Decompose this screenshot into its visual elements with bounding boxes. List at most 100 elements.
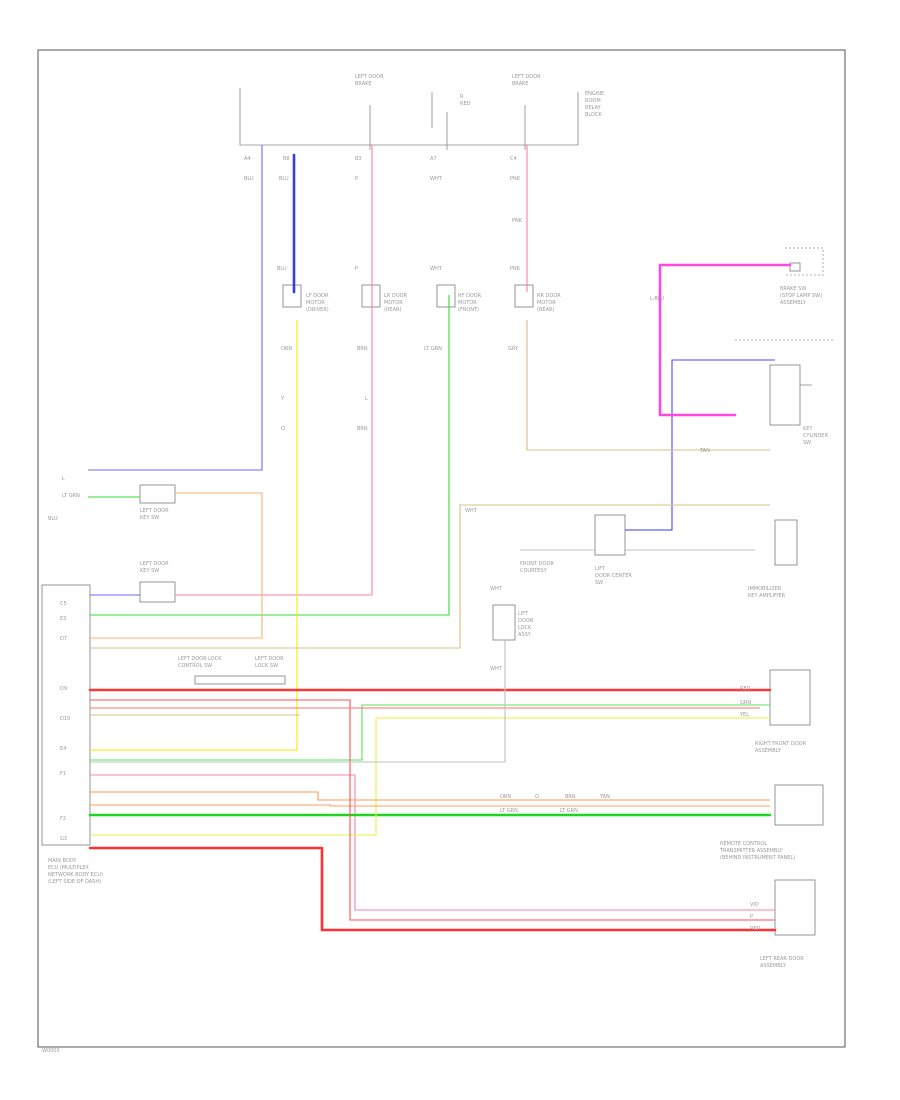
svg-text:WHT: WHT — [465, 508, 478, 514]
key-cylinder-switch: KEY CYLINDER SW — [769, 364, 828, 446]
left-door-key-switch: LEFT DOOR KEY SW BLU L LT GRN — [48, 476, 176, 522]
svg-text:ASSEMBLY: ASSEMBLY — [780, 300, 807, 306]
svg-text:BLU: BLU — [244, 176, 254, 182]
svg-text:L-BLU: L-BLU — [650, 296, 664, 302]
svg-text:P: P — [355, 176, 358, 182]
right-front-door-unit: RIGHT FRONT DOOR ASSEMBLY — [755, 669, 811, 754]
left-door-lock-switch: LEFT DOOR KEY SW — [139, 561, 176, 603]
svg-text:B3: B3 — [355, 156, 362, 162]
svg-text:LEFT DOOR: LEFT DOOR — [512, 74, 541, 80]
svg-text:(DRIVER): (DRIVER) — [306, 307, 329, 313]
wire-orange — [90, 492, 770, 807]
svg-text:BLU: BLU — [279, 176, 289, 182]
top-connector-bracket — [239, 88, 579, 146]
svg-text:ORN: ORN — [500, 794, 511, 800]
svg-text:A7: A7 — [430, 156, 437, 162]
top-wire-codes: A4 BLU B8 BLU B3 P A7 WHT C4 PNK PNK BLU… — [244, 156, 523, 272]
svg-text:BRAKE: BRAKE — [355, 81, 372, 87]
svg-text:LEFT DOOR: LEFT DOOR — [255, 656, 284, 662]
svg-text:(BEHIND INSTRUMENT PANEL): (BEHIND INSTRUMENT PANEL) — [720, 855, 795, 861]
wire-green — [88, 295, 772, 817]
svg-text:KEY AMPLIFIER: KEY AMPLIFIER — [748, 593, 786, 599]
lock-motor-3: RF DOOR MOTOR (FRONT) — [436, 284, 482, 313]
svg-text:RF DOOR: RF DOOR — [458, 293, 482, 299]
immobilizer-unit: IMMOBILIZER KEY AMPLIFIER — [748, 519, 798, 599]
svg-text:BLU: BLU — [277, 266, 287, 272]
svg-text:G3: G3 — [60, 836, 67, 842]
svg-text:D9: D9 — [60, 686, 67, 692]
svg-text:(REAR): (REAR) — [384, 307, 401, 313]
svg-text:MAIN BODY: MAIN BODY — [48, 858, 77, 864]
svg-text:RELAY: RELAY — [585, 105, 602, 111]
svg-text:F1: F1 — [60, 771, 66, 777]
svg-text:LOCK: LOCK — [518, 625, 532, 631]
wire-blue — [88, 145, 775, 596]
svg-text:LIFT: LIFT — [595, 566, 606, 572]
svg-text:A4: A4 — [244, 156, 251, 162]
svg-text:GRY: GRY — [508, 346, 519, 352]
svg-text:F2: F2 — [60, 816, 66, 822]
main-body-ecu: MAIN BODY ECU (MULTIPLEX NETWORK BODY EC… — [41, 584, 103, 885]
svg-text:LR DOOR: LR DOOR — [384, 293, 408, 299]
svg-text:LT GRN: LT GRN — [62, 493, 80, 499]
svg-text:MOTOR: MOTOR — [306, 300, 325, 306]
svg-text:BLU: BLU — [48, 516, 58, 522]
svg-text:DOOR CENTER: DOOR CENTER — [595, 573, 632, 579]
svg-text:L: L — [365, 396, 368, 402]
center-lock-switches: FRONT DOOR COURTESY LIFT DOOR CENTER SW … — [178, 514, 632, 685]
svg-text:CONTROL SW: CONTROL SW — [178, 663, 212, 669]
svg-text:COURTESY: COURTESY — [520, 568, 548, 574]
wire-yellow — [90, 320, 770, 836]
svg-text:LOCK SW: LOCK SW — [255, 663, 278, 669]
svg-text:C4: C4 — [510, 156, 517, 162]
lock-motor-2: LR DOOR MOTOR (REAR) — [361, 284, 408, 313]
top-component-labels: LEFT DOOR BRAKE LEFT DOOR BRAKE ENGINE R… — [355, 74, 604, 118]
svg-text:PNK: PNK — [510, 266, 521, 272]
svg-text:BRN: BRN — [565, 794, 576, 800]
svg-text:REMOTE CONTROL: REMOTE CONTROL — [720, 841, 767, 847]
svg-text:MOTOR: MOTOR — [384, 300, 403, 306]
wire-pink — [90, 145, 792, 911]
svg-text:LEFT REAR DOOR: LEFT REAR DOOR — [760, 956, 804, 962]
svg-text:E3: E3 — [60, 616, 66, 622]
lock-motor-1: LF DOOR MOTOR (DRIVER) — [282, 284, 329, 313]
svg-text:O: O — [281, 426, 285, 432]
svg-text:PNK: PNK — [510, 176, 521, 182]
svg-text:RED: RED — [740, 686, 751, 692]
svg-text:B8: B8 — [283, 156, 290, 162]
svg-text:WHT: WHT — [490, 586, 503, 592]
svg-text:TAN: TAN — [599, 794, 610, 800]
svg-text:PNK: PNK — [512, 218, 523, 224]
svg-text:RED: RED — [750, 926, 761, 932]
svg-text:E4: E4 — [60, 746, 66, 752]
svg-text:ECU (MULTIPLEX: ECU (MULTIPLEX — [48, 865, 89, 871]
svg-text:ASSY: ASSY — [518, 632, 532, 638]
svg-text:LT GRN: LT GRN — [424, 346, 442, 352]
svg-text:KEY SW: KEY SW — [140, 568, 159, 574]
svg-text:LEFT DOOR LOCK: LEFT DOOR LOCK — [178, 656, 222, 662]
svg-text:(LEFT SIDE OF DASH): (LEFT SIDE OF DASH) — [48, 879, 101, 885]
bus-wire-labels: RED GRN YEL ORN O BRN TAN LT GRN LT GRN … — [465, 296, 761, 932]
svg-text:LIFT: LIFT — [518, 611, 529, 617]
svg-text:MOTOR: MOTOR — [537, 300, 556, 306]
svg-text:BRAKE SW: BRAKE SW — [780, 286, 806, 292]
svg-text:LT GRN: LT GRN — [560, 808, 578, 814]
svg-text:SW: SW — [595, 580, 603, 586]
svg-text:MOTOR: MOTOR — [458, 300, 477, 306]
svg-text:(FRONT): (FRONT) — [458, 307, 479, 313]
svg-text:FRONT DOOR: FRONT DOOR — [520, 561, 554, 567]
svg-text:WHT: WHT — [430, 176, 443, 182]
svg-text:IMMOBILIZER: IMMOBILIZER — [748, 586, 782, 592]
svg-text:WHT: WHT — [490, 666, 503, 672]
combination-meter: REMOTE CONTROL TRANSMITTER ASSEMBLY (BEH… — [719, 784, 824, 861]
svg-text:LEFT DOOR: LEFT DOOR — [355, 74, 384, 80]
svg-text:TRANSMITTER ASSEMBLY: TRANSMITTER ASSEMBLY — [719, 848, 783, 854]
svg-text:RED: RED — [460, 101, 471, 107]
svg-text:DOOR: DOOR — [518, 618, 534, 624]
svg-text:D7: D7 — [60, 636, 67, 642]
top-fuses — [369, 105, 526, 150]
svg-text:BRN: BRN — [357, 346, 368, 352]
wire-gray-white — [90, 549, 755, 763]
diagram-frame — [37, 49, 846, 1048]
